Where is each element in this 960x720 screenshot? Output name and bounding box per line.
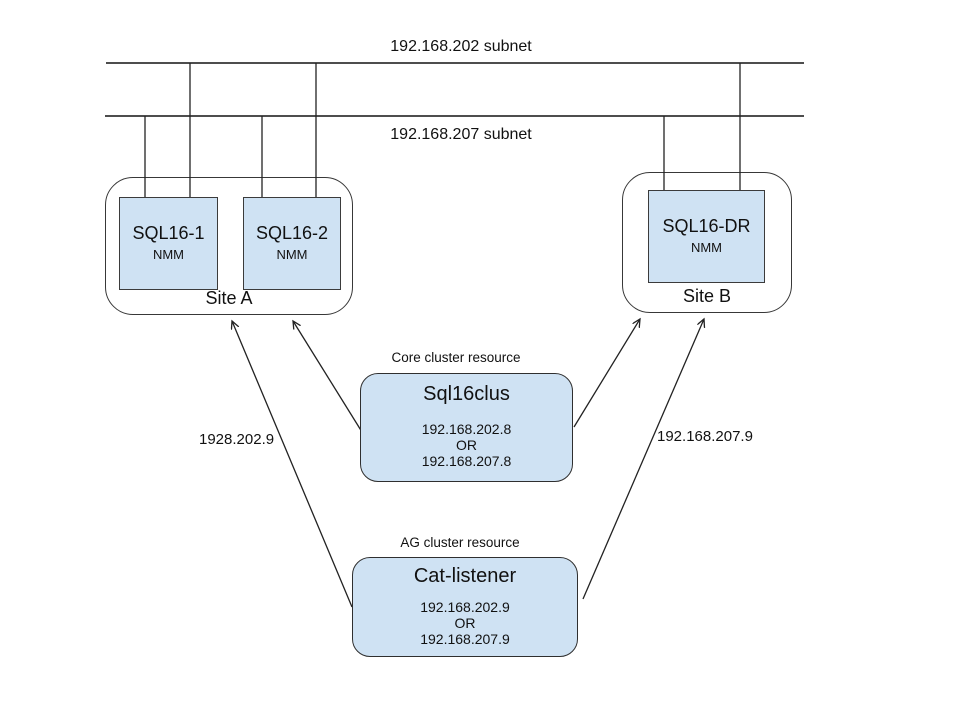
site-b-label: Site B (682, 286, 732, 307)
server-node-sql16-dr: SQL16-DR NMM (648, 190, 765, 283)
left-connection-label: 1928.202.9 (199, 431, 275, 448)
core-resource-title: Sql16clus (423, 383, 510, 405)
subnet-202-label: 192.168.202 subnet (390, 38, 532, 55)
subnet-207-label: 192.168.207 subnet (390, 126, 532, 143)
ag-resource-or: OR (454, 615, 476, 631)
ag-to-site-b-arrow (582, 319, 704, 600)
core-resource-ip-207: 192.168.207.8 (421, 453, 512, 469)
server-name: SQL16-DR (662, 216, 751, 237)
core-resource-box: Sql16clus 192.168.202.8 OR 192.168.207.8 (360, 373, 573, 482)
server-agent: NMM (152, 247, 185, 263)
server-node-sql16-2: SQL16-2 NMM (243, 197, 341, 290)
core-resource-ip-202: 192.168.202.8 (421, 421, 512, 437)
server-name: SQL16-1 (132, 223, 205, 244)
ag-resource-box: Cat-listener 192.168.202.9 OR 192.168.20… (352, 557, 578, 657)
ag-resource-caption: AG cluster resource (400, 535, 520, 550)
core-resource-caption: Core cluster resource (391, 350, 521, 365)
core-to-site-a-arrow (293, 321, 363, 433)
ag-to-site-a-arrow (232, 321, 353, 608)
core-resource-or: OR (456, 437, 477, 453)
server-name: SQL16-2 (255, 223, 329, 244)
core-to-site-b-arrow (573, 319, 640, 428)
site-a-label: Site A (205, 288, 253, 309)
right-connection-label: 192.168.207.9 (657, 428, 753, 445)
ag-resource-title: Cat-listener (413, 565, 517, 587)
server-node-sql16-1: SQL16-1 NMM (119, 197, 218, 290)
server-agent: NMM (276, 247, 308, 263)
server-agent: NMM (690, 240, 723, 256)
ag-resource-ip-207: 192.168.207.9 (420, 631, 510, 647)
ag-resource-ip-202: 192.168.202.9 (420, 599, 510, 615)
